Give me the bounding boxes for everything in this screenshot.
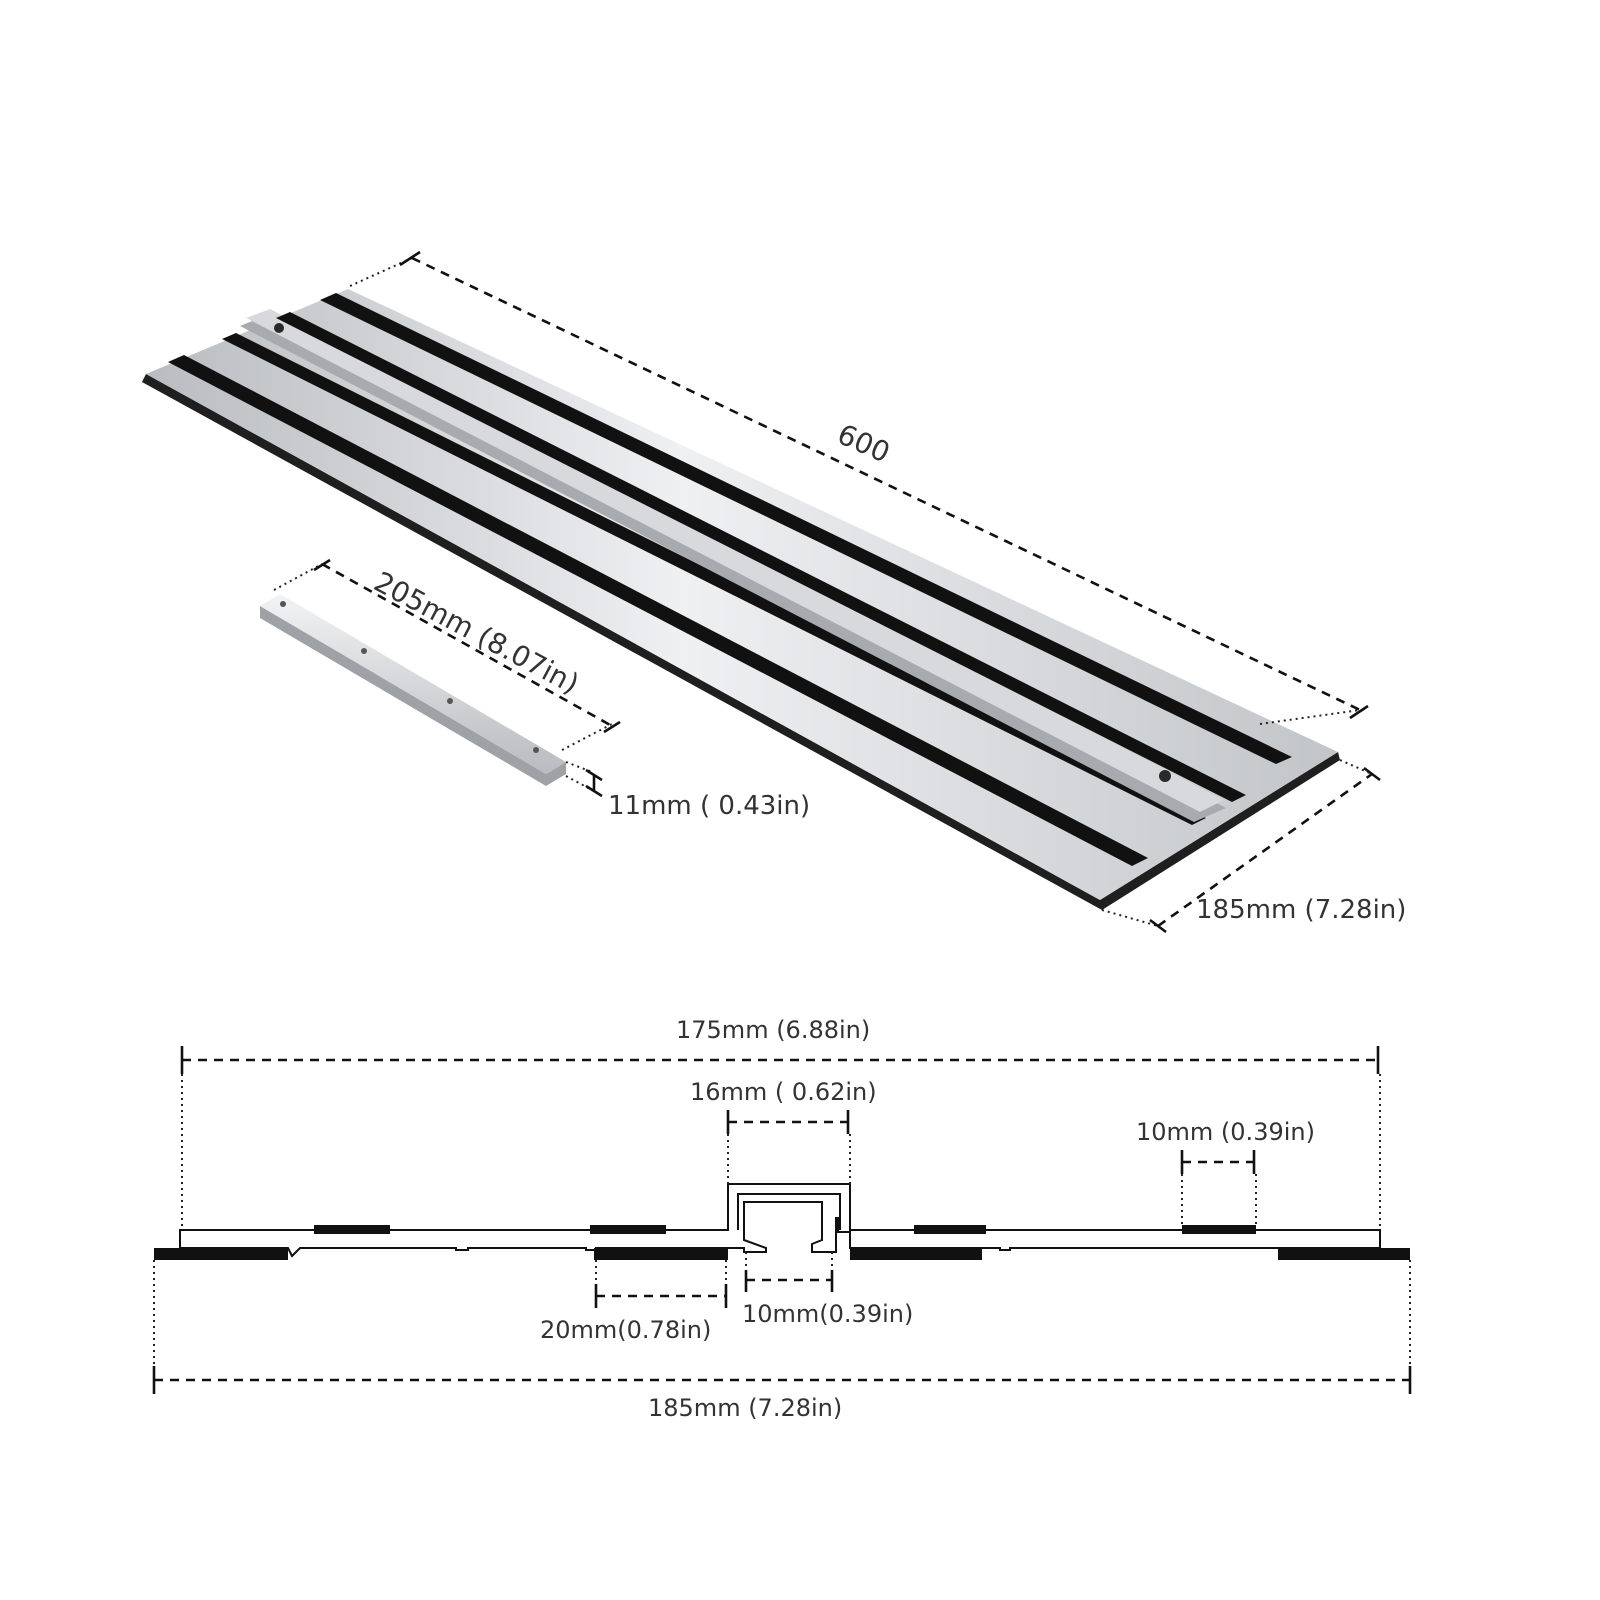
rail-rubber-strip xyxy=(222,333,1206,825)
profile-outline xyxy=(179,1183,1381,1258)
profile-top-strip xyxy=(590,1225,666,1234)
iso-dimension-strip-length xyxy=(273,558,621,751)
dimension-top-width xyxy=(180,1046,1381,1230)
rail-hole-icon xyxy=(274,323,284,333)
dimension-channel-width xyxy=(726,1110,851,1184)
connector-hole-icon xyxy=(447,698,453,704)
cross-section-profile xyxy=(154,1183,1410,1260)
profile-bottom-strip xyxy=(594,1248,728,1260)
profile-top-strip xyxy=(314,1225,390,1234)
profile-channel-inner xyxy=(737,1193,841,1230)
dimension-slot-width xyxy=(744,1252,834,1292)
profile-bottom-strip xyxy=(154,1248,288,1260)
profile-bottom-strip xyxy=(1278,1248,1410,1260)
guide-rail-illustration xyxy=(142,289,1340,910)
connector-strip-side xyxy=(260,606,566,786)
rail-rubber-strip xyxy=(320,293,1292,764)
iso-dimension-length xyxy=(349,250,1369,725)
iso-dimension-width xyxy=(1101,759,1381,934)
rail-rubber-strip xyxy=(276,312,1246,802)
lower-strip-width-label: 20mm(0.78in) xyxy=(540,1316,711,1344)
channel-width-label: 16mm ( 0.62in) xyxy=(690,1078,877,1106)
connector-hole-icon xyxy=(280,601,286,607)
rail-hole-icon xyxy=(1159,770,1171,782)
slot-width-label: 10mm(0.39in) xyxy=(742,1300,913,1328)
profile-bottom-strip xyxy=(850,1248,982,1260)
dimension-lower-strip-width xyxy=(594,1260,728,1308)
dimension-total-width xyxy=(152,1260,1412,1394)
connector-hole-icon xyxy=(361,648,367,654)
strip-height-label: 11mm ( 0.43in) xyxy=(608,791,810,821)
rail-rubber-strip xyxy=(168,355,1148,866)
dimension-strip-width xyxy=(1180,1150,1257,1225)
total-width-label: 185mm (7.28in) xyxy=(648,1394,842,1422)
iso-dimension-strip-height xyxy=(565,761,603,798)
strip-width-label: 10mm (0.39in) xyxy=(1136,1118,1315,1146)
connector-strip-top xyxy=(260,594,566,774)
profile-top-strip xyxy=(914,1225,986,1234)
profile-top-strip xyxy=(1182,1225,1256,1234)
connector-strip-illustration xyxy=(260,594,566,786)
rail-width-iso-label: 185mm (7.28in) xyxy=(1196,895,1406,925)
length-label: 600 xyxy=(833,417,895,469)
rail-center-channel-top xyxy=(246,309,1224,812)
top-width-label: 175mm (6.88in) xyxy=(676,1016,870,1044)
connector-hole-icon xyxy=(533,747,539,753)
